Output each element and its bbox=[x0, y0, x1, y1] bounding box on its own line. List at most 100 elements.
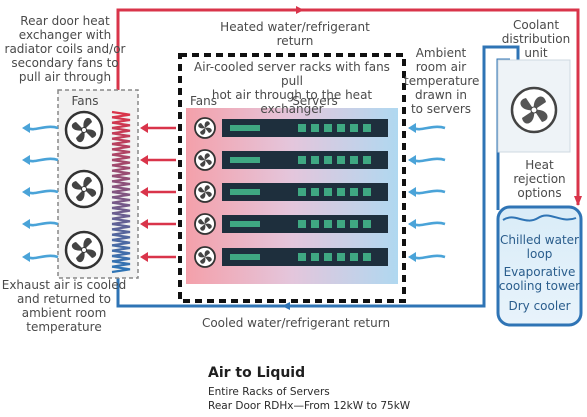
server-led bbox=[324, 124, 332, 132]
coil-segment bbox=[111, 244, 131, 252]
hot-air-arrows bbox=[140, 123, 176, 262]
coil-segment bbox=[111, 142, 131, 151]
coil-segment bbox=[111, 116, 131, 124]
coil-segment bbox=[111, 169, 131, 178]
server-row bbox=[194, 246, 388, 268]
server-led bbox=[337, 156, 345, 164]
server-led bbox=[350, 156, 358, 164]
server-led bbox=[324, 188, 332, 196]
rear-door-label: Rear door heat exchanger with radiator c… bbox=[4, 14, 126, 84]
footer-title: Air to Liquid bbox=[208, 365, 306, 381]
coil-segment bbox=[111, 196, 131, 204]
exhaust-air-arrow bbox=[22, 252, 59, 262]
server-led bbox=[324, 220, 332, 228]
server-fan-icon bbox=[194, 213, 216, 235]
cooled-return-label: Cooled water/refrigerant return bbox=[201, 316, 391, 330]
coolant-distribution-unit bbox=[497, 59, 571, 153]
server-row bbox=[194, 181, 388, 203]
server-row bbox=[194, 149, 388, 171]
server-led bbox=[363, 253, 371, 261]
server-led bbox=[311, 124, 319, 132]
cdu-label: Coolant distribution unit bbox=[501, 18, 571, 60]
server-led bbox=[298, 220, 306, 228]
coil-segment bbox=[111, 238, 131, 247]
server-drive-bay bbox=[230, 189, 260, 195]
server-led bbox=[337, 220, 345, 228]
server-drive-bay bbox=[230, 157, 260, 163]
racks-title-label: Air-cooled server racks with fans pull h… bbox=[194, 60, 390, 116]
server-led bbox=[363, 220, 371, 228]
server-led bbox=[363, 124, 371, 132]
server-fan-icon bbox=[194, 149, 216, 171]
cold-air-arrow bbox=[408, 123, 446, 133]
coil-segment bbox=[111, 174, 131, 183]
server-drive-bay bbox=[230, 221, 260, 227]
server-led bbox=[337, 253, 345, 261]
coil-segment bbox=[111, 180, 131, 188]
coil-segment bbox=[111, 217, 131, 226]
server-led bbox=[311, 220, 319, 228]
exhaust-air-arrow bbox=[22, 155, 59, 165]
server-led bbox=[350, 253, 358, 261]
hot-air-arrow bbox=[140, 187, 176, 197]
coil-segment bbox=[111, 249, 131, 258]
footer-line-2: Rear Door RDHx—From 12kW to 75kW bbox=[208, 400, 411, 412]
coil-segment bbox=[111, 148, 131, 156]
coil-segment bbox=[111, 206, 131, 215]
exhaust-label: Exhaust air is cooled and returned to am… bbox=[1, 278, 127, 334]
server-led bbox=[337, 188, 345, 196]
server-drive-bay bbox=[230, 125, 260, 131]
hot-air-arrow bbox=[140, 155, 176, 165]
server-led bbox=[298, 253, 306, 261]
server-led bbox=[298, 188, 306, 196]
cold-air-arrow bbox=[408, 155, 446, 165]
radiator-coil bbox=[111, 110, 131, 274]
rear-door-fan-3 bbox=[64, 230, 104, 270]
heat-rejection-tank bbox=[496, 205, 583, 327]
cold-air-arrow bbox=[408, 252, 446, 262]
server-led bbox=[363, 188, 371, 196]
coil-segment bbox=[111, 265, 131, 274]
coil-segment bbox=[111, 137, 131, 146]
rear-door-fan-2 bbox=[64, 169, 104, 209]
exhaust-air-arrow bbox=[22, 123, 59, 133]
fans-rack-label: Fans bbox=[190, 94, 218, 108]
server-row bbox=[194, 213, 388, 235]
ambient-label: Ambient room air temperature drawn in to… bbox=[404, 46, 480, 116]
coil-segment bbox=[111, 110, 131, 119]
chilled-water-label: Chilled water loop bbox=[500, 233, 579, 261]
coil-segment bbox=[111, 121, 131, 130]
server-fan-icon bbox=[194, 181, 216, 203]
fans-left-label: Fans bbox=[71, 94, 99, 108]
coil-segment bbox=[111, 254, 131, 263]
server-led bbox=[311, 156, 319, 164]
server-fan-icon bbox=[194, 117, 216, 139]
server-led bbox=[350, 124, 358, 132]
exhaust-air-arrow bbox=[22, 187, 59, 197]
server-units bbox=[194, 117, 388, 268]
evaporative-label: Evaporative cooling tower bbox=[498, 265, 581, 293]
coil-segment bbox=[111, 201, 131, 210]
cold-air-arrow bbox=[408, 219, 446, 229]
cold-air-arrow bbox=[408, 187, 446, 197]
rear-door-fan-1 bbox=[64, 110, 104, 150]
coil-segment bbox=[111, 153, 131, 162]
dry-cooler-label: Dry cooler bbox=[508, 299, 571, 313]
coil-segment bbox=[111, 212, 131, 220]
hot-air-arrow bbox=[140, 219, 176, 229]
server-led bbox=[298, 124, 306, 132]
coil-segment bbox=[111, 164, 131, 172]
server-led bbox=[350, 188, 358, 196]
coil-segment bbox=[111, 190, 131, 199]
servers-label: Servers bbox=[292, 94, 338, 108]
exhaust-air-arrow bbox=[22, 219, 59, 229]
coil-segment bbox=[111, 185, 131, 194]
server-led bbox=[350, 220, 358, 228]
server-led bbox=[324, 253, 332, 261]
coil-segment bbox=[111, 233, 131, 242]
server-row bbox=[194, 117, 388, 139]
cold-air-arrows bbox=[408, 123, 446, 262]
server-drive-bay bbox=[230, 254, 260, 260]
server-led bbox=[363, 156, 371, 164]
